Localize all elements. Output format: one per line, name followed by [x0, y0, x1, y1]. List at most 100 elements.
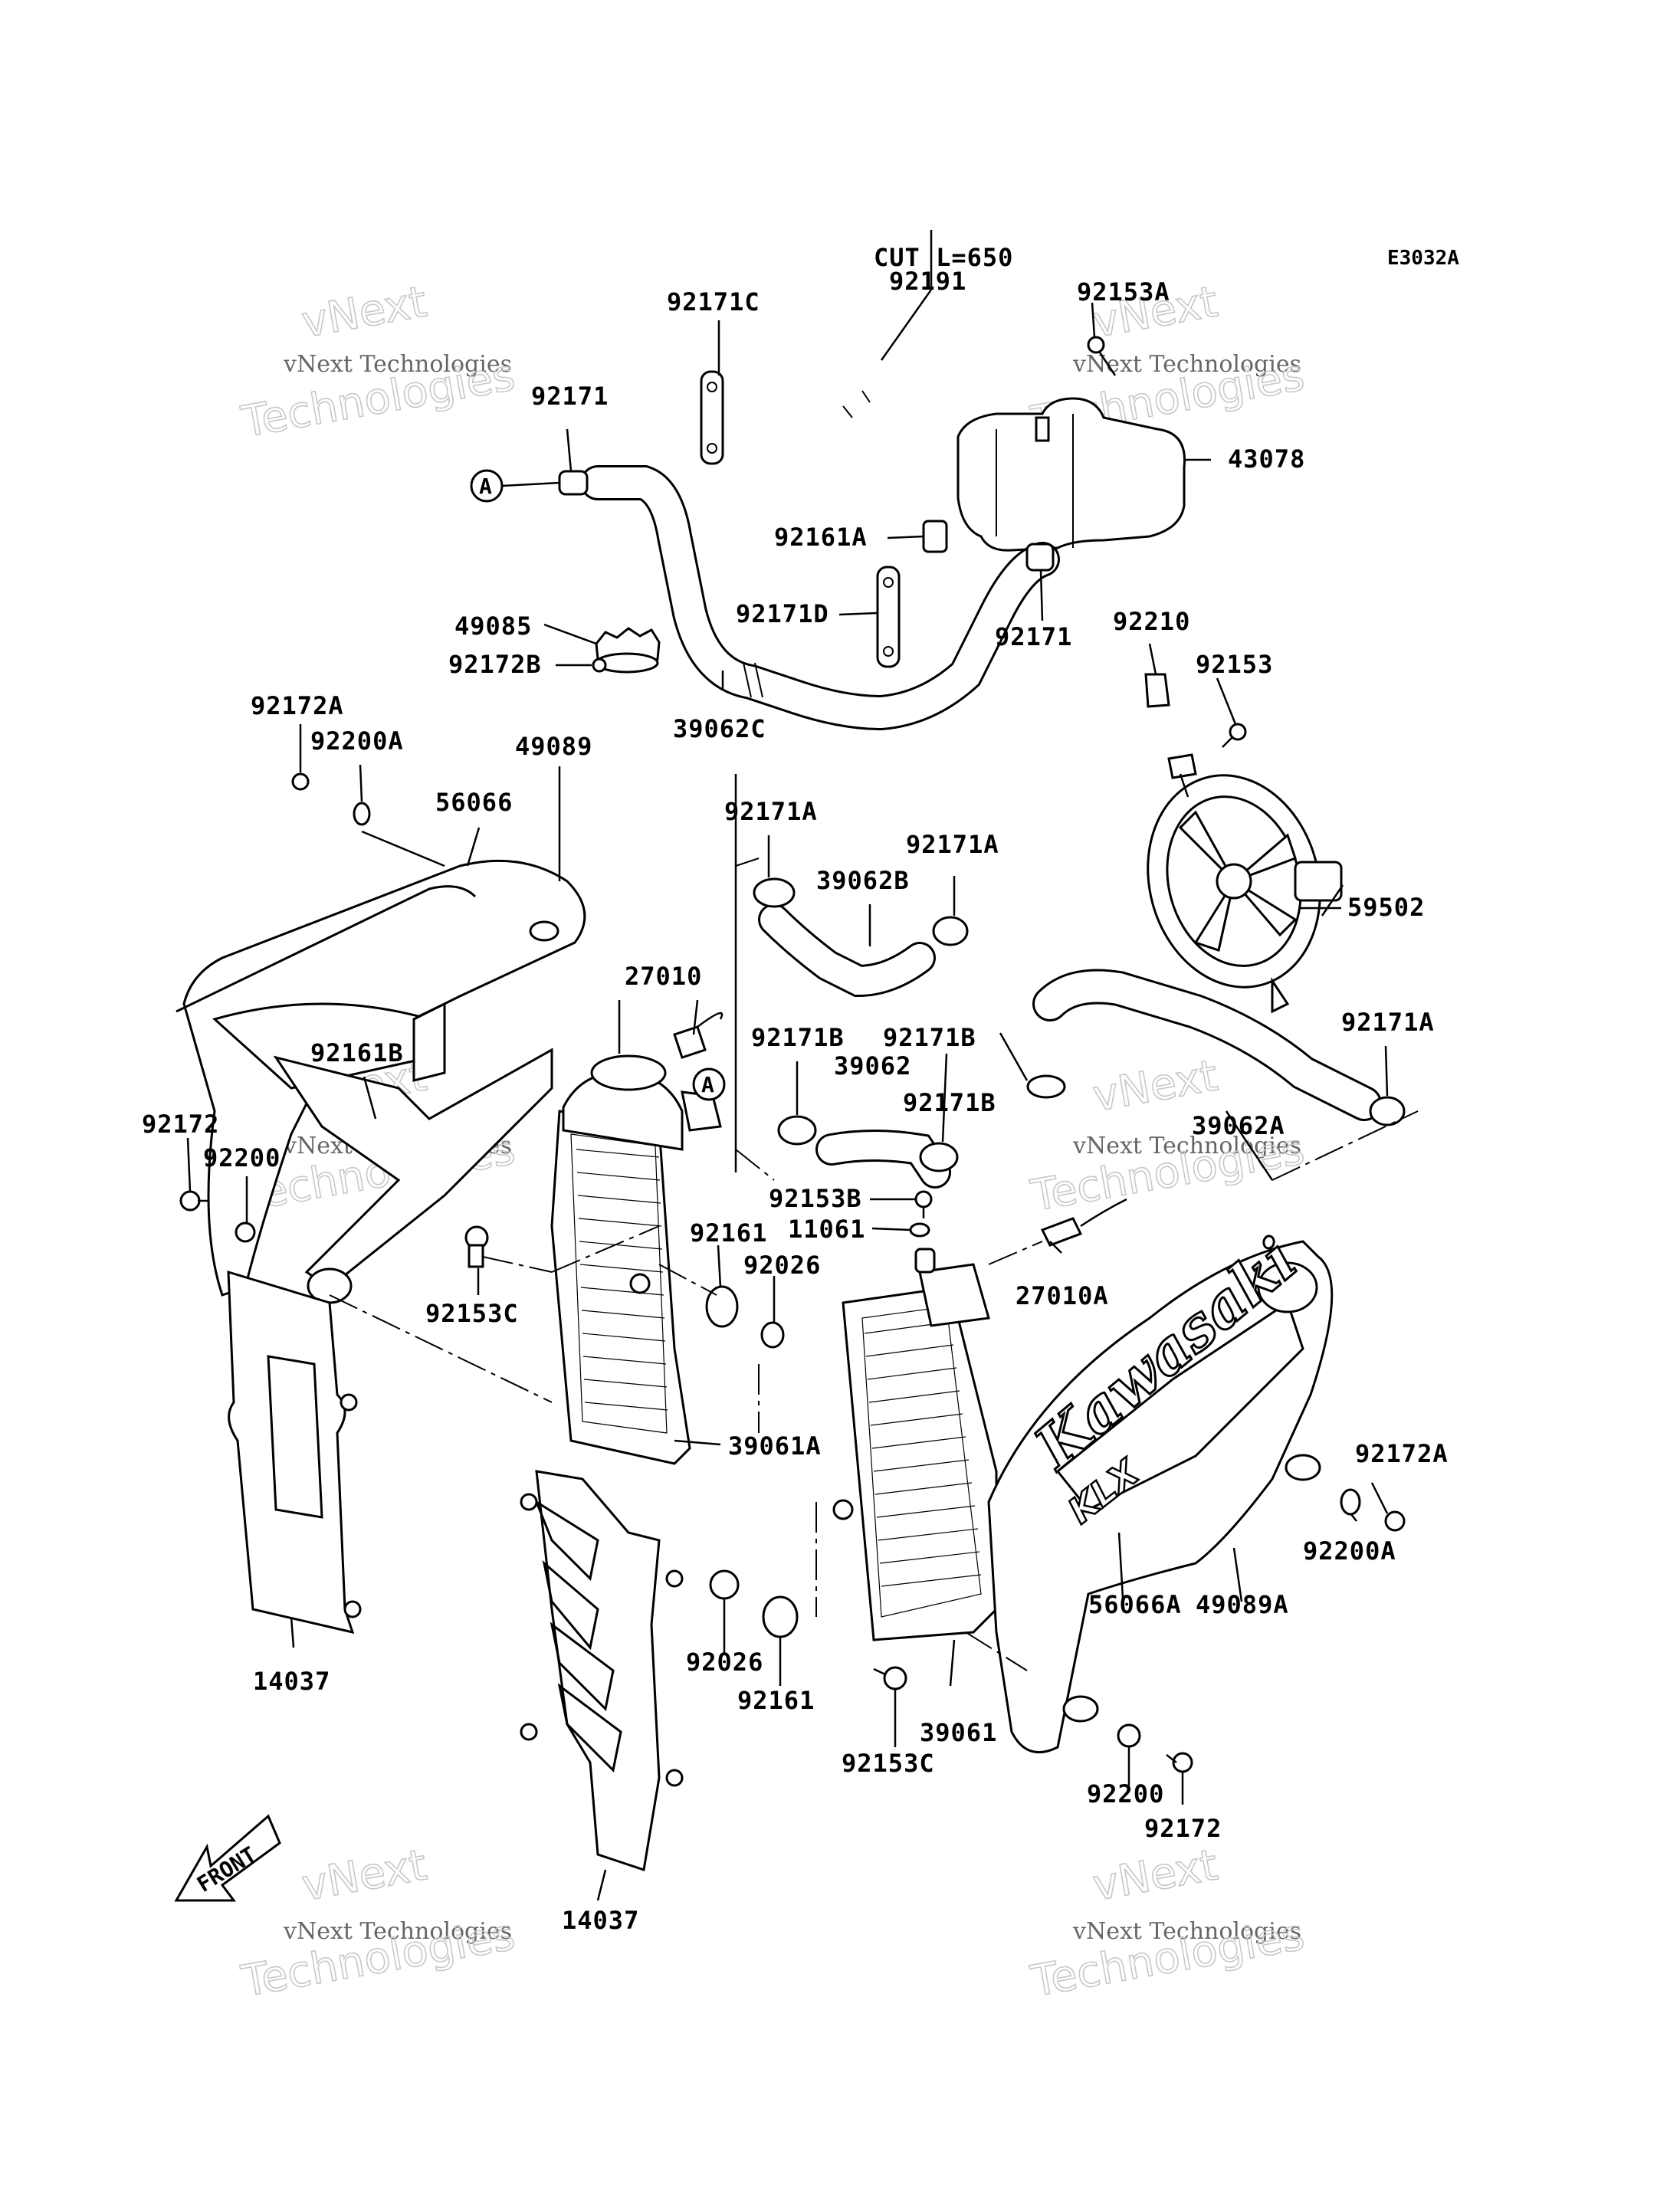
clamp-92171A-3: [1369, 1096, 1406, 1126]
washer-92200-left: [235, 1221, 256, 1243]
watermark-top-right: vNext vNext Technologies Technologies: [1026, 277, 1308, 448]
label-43078: 43078: [1228, 444, 1305, 474]
label-27010: 27010: [625, 962, 702, 991]
clamp-92171A-2: [932, 916, 969, 946]
svg-text:A: A: [701, 1072, 714, 1097]
svg-text:vNext: vNext: [298, 277, 430, 347]
label-49085: 49085: [454, 612, 532, 641]
grommet-92161-low: [762, 1595, 799, 1638]
screw-92172-left: [179, 1190, 208, 1212]
label-92153: 92153: [1196, 650, 1273, 679]
radiator-right-fins: [864, 1321, 982, 1587]
grommet-92161-mid: [705, 1285, 739, 1328]
front-label: FRONT: [192, 1841, 261, 1897]
diagram-code: E3032A: [1387, 247, 1459, 270]
label-39062A: 39062A: [1192, 1111, 1285, 1140]
bolt-92153B: [914, 1190, 933, 1218]
label-92171B-1: 92171B: [751, 1023, 845, 1052]
svg-text:vNext: vNext: [298, 1840, 430, 1910]
radiator-left-fins: [576, 1149, 668, 1411]
temp-sensor-27010: [673, 1012, 724, 1059]
radiator-right-39061: [832, 1248, 998, 1641]
front-arrow-icon: FRONT: [174, 1814, 281, 1902]
screw-92172B: [592, 657, 607, 673]
bolt-92153C-right: [873, 1666, 907, 1690]
label-49089A: 49089A: [1196, 1590, 1289, 1619]
svg-text:vNext Technologies: vNext Technologies: [283, 351, 512, 378]
watermark-bottom-right: vNext vNext Technologies Technologies: [1026, 1840, 1308, 2008]
label-92026-mid: 92026: [743, 1251, 821, 1280]
clamp-92171B-3: [919, 1142, 959, 1172]
clamp-92171B-2: [1026, 1074, 1066, 1099]
screw-92172-right: [1166, 1752, 1193, 1773]
clamp-92171A-1: [753, 877, 796, 908]
label-39062C: 39062C: [673, 714, 766, 743]
label-92171B-3: 92171B: [903, 1088, 996, 1117]
screw-92172A-right: [1384, 1510, 1406, 1532]
svg-text:vNext: vNext: [1089, 1840, 1221, 1910]
label-92153C-right: 92153C: [842, 1749, 935, 1778]
bolt-92153C-left: [464, 1225, 489, 1268]
label-92200-right: 92200: [1087, 1779, 1164, 1808]
guard-bottom-14037: [520, 1470, 684, 1871]
temp-sensor-27010A: [1040, 1198, 1127, 1247]
label-92210: 92210: [1113, 607, 1190, 636]
label-92200-left: 92200: [203, 1143, 281, 1172]
clamp-92171-top: [558, 470, 589, 496]
hose-39062B: [758, 903, 936, 998]
label-27010A: 27010A: [1016, 1281, 1109, 1310]
washer-11061: [909, 1222, 930, 1238]
part-labels: 92191 92171C 92153A 92171 43078 92161A 9…: [142, 267, 1449, 1935]
screw-92172A-left: [291, 772, 310, 791]
label-39061A: 39061A: [728, 1431, 822, 1461]
label-92171A-2: 92171A: [906, 830, 999, 859]
clip-92171D: [876, 566, 901, 668]
svg-text:vNext Technologies: vNext Technologies: [1072, 1133, 1301, 1159]
label-92171B-2: 92171B: [883, 1023, 976, 1052]
clamp-92171-mid: [1025, 543, 1055, 572]
svg-text:vNext Technologies: vNext Technologies: [1072, 351, 1301, 378]
radiator-left-39061A: [550, 1054, 722, 1465]
label-92200A-left: 92200A: [310, 726, 404, 756]
label-59502: 59502: [1347, 893, 1425, 922]
watermark-bottom-left: vNext vNext Technologies Technologies: [237, 1840, 519, 2008]
label-56066: 56066: [435, 788, 513, 817]
radiator-cap-49085: [595, 627, 661, 674]
bracket-92210: [1144, 673, 1170, 708]
marker-a-upper: A: [470, 469, 504, 503]
label-92191: 92191: [889, 267, 966, 296]
label-92172-right: 92172: [1144, 1814, 1222, 1843]
shroud-bracket-left: [273, 1002, 553, 1304]
label-92171-mid: 92171: [995, 622, 1072, 651]
hose-cut-note: CUT L=650: [874, 243, 1013, 272]
label-14037-left: 14037: [253, 1667, 330, 1696]
label-92161-low: 92161: [737, 1686, 815, 1715]
label-92161-mid: 92161: [690, 1218, 767, 1248]
marker-a-lower: A: [692, 1067, 726, 1101]
label-92172A-right: 92172A: [1355, 1439, 1449, 1468]
label-92172-left: 92172: [142, 1110, 219, 1139]
svg-text:vNext Technologies: vNext Technologies: [283, 1918, 512, 1945]
washer-92200A-left: [353, 802, 371, 826]
clip-92171C: [700, 370, 724, 465]
grommet-92026-low: [709, 1569, 740, 1600]
hose-39062A: [1032, 969, 1382, 1121]
reservoir-tank-43078: [956, 397, 1186, 552]
grommet-92026-mid: [760, 1321, 785, 1349]
label-92172A-left: 92172A: [251, 691, 344, 720]
washer-92200A-right: [1340, 1488, 1361, 1516]
label-92171C: 92171C: [667, 287, 760, 316]
label-92026-low: 92026: [686, 1648, 763, 1677]
dashed-alignment-lines: [329, 857, 1419, 1671]
label-92161A: 92161A: [774, 523, 868, 552]
label-92153B: 92153B: [769, 1184, 862, 1213]
label-39061: 39061: [920, 1718, 997, 1747]
label-14037-bottom: 14037: [562, 1906, 639, 1935]
overflow-hose-92191: [715, 345, 1061, 526]
grommet-92161A: [922, 520, 948, 553]
fan-assembly-59502: [1147, 753, 1343, 1014]
label-92171-top: 92171: [531, 382, 609, 411]
clamp-92171B-1: [777, 1115, 817, 1146]
label-56066A: 56066A: [1088, 1590, 1182, 1619]
